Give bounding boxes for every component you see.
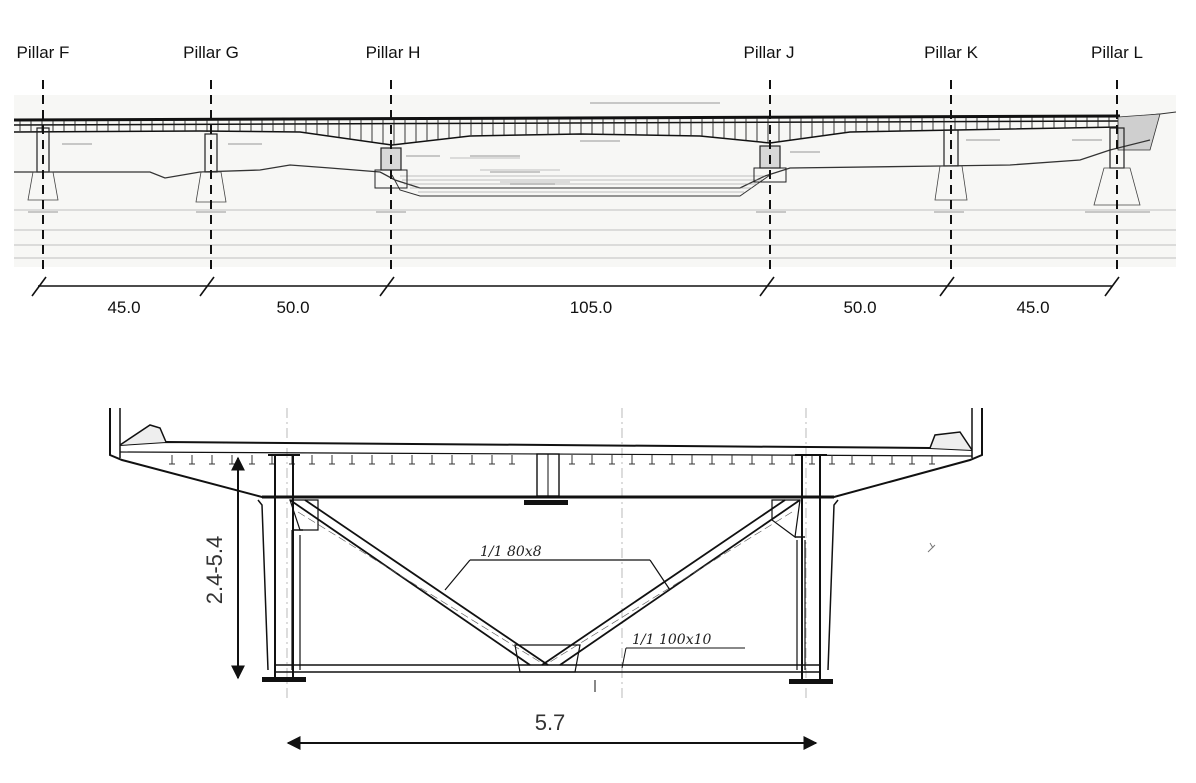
span-tick-g xyxy=(199,276,215,297)
pillar-label-h: Pillar H xyxy=(366,43,421,62)
pillar-label-f: Pillar F xyxy=(17,43,70,62)
bridge-elevation-drawing xyxy=(13,80,1177,270)
bottom-chord xyxy=(275,664,820,673)
gusset-bottom-center xyxy=(514,644,581,673)
girder-soffit xyxy=(13,126,1121,146)
span-tick-l xyxy=(1104,276,1120,297)
bottom-flange-left xyxy=(262,677,306,682)
curb-left xyxy=(119,424,167,446)
span-label-j-k: 50.0 xyxy=(843,298,876,317)
pillar-axis-lines xyxy=(42,80,1118,270)
span-tick-h xyxy=(379,276,395,297)
span-tick-k xyxy=(939,276,955,297)
drawing-scribbles xyxy=(28,102,1150,213)
span-label-k-l: 45.0 xyxy=(1016,298,1049,317)
abutment-l xyxy=(1117,113,1161,151)
diagonal-brace-right xyxy=(541,499,801,666)
cross-section-drawing: 1/1 80x8 1/1 100x10 xyxy=(109,408,983,700)
main-girder-left xyxy=(262,454,306,682)
cross-frame xyxy=(257,499,839,671)
pillar-labels: Pillar F Pillar G Pillar H Pillar J Pill… xyxy=(17,43,1143,62)
pillar-label-g: Pillar G xyxy=(183,43,239,62)
reference-lines xyxy=(14,209,1176,259)
deck-bottom-line xyxy=(13,120,1121,126)
height-label: 2.4-5.4 xyxy=(202,536,227,605)
gusset-top-right xyxy=(771,499,801,539)
bottom-annotation-text: 1/1 100x10 xyxy=(632,632,712,648)
span-tick-j xyxy=(759,276,775,297)
diagonal-brace-left xyxy=(289,499,549,666)
width-label: 5.7 xyxy=(535,710,566,735)
curb-right xyxy=(929,431,973,451)
bottom-flange-right xyxy=(789,679,833,684)
span-tick-f xyxy=(31,276,47,297)
bracing-annotation: 1/1 80x8 xyxy=(444,544,671,591)
road-surface xyxy=(119,440,973,451)
pillar-label-j: Pillar J xyxy=(743,43,794,62)
pillar-label-l: Pillar L xyxy=(1091,43,1143,62)
span-labels: 45.0 50.0 105.0 50.0 45.0 xyxy=(107,298,1049,317)
bracing-annotation-text: 1/1 80x8 xyxy=(480,544,542,560)
center-splice-plate xyxy=(524,500,568,505)
river-water-lines xyxy=(400,157,765,193)
main-girder-right xyxy=(789,454,833,684)
span-label-f-g: 45.0 xyxy=(107,298,140,317)
width-dimension: 5.7 xyxy=(286,710,818,750)
span-dimension-line xyxy=(31,276,1120,297)
span-label-h-j: 105.0 xyxy=(570,298,613,317)
pencil-mark xyxy=(927,542,936,553)
deck-studs xyxy=(169,455,935,465)
gusset-top-left xyxy=(289,499,319,531)
height-dimension: 2.4-5.4 xyxy=(202,456,245,680)
deck-top-line xyxy=(13,114,1121,122)
bottom-annotation: 1/1 100x10 xyxy=(621,632,745,669)
pillar-label-k: Pillar K xyxy=(924,43,979,62)
span-label-g-h: 50.0 xyxy=(276,298,309,317)
